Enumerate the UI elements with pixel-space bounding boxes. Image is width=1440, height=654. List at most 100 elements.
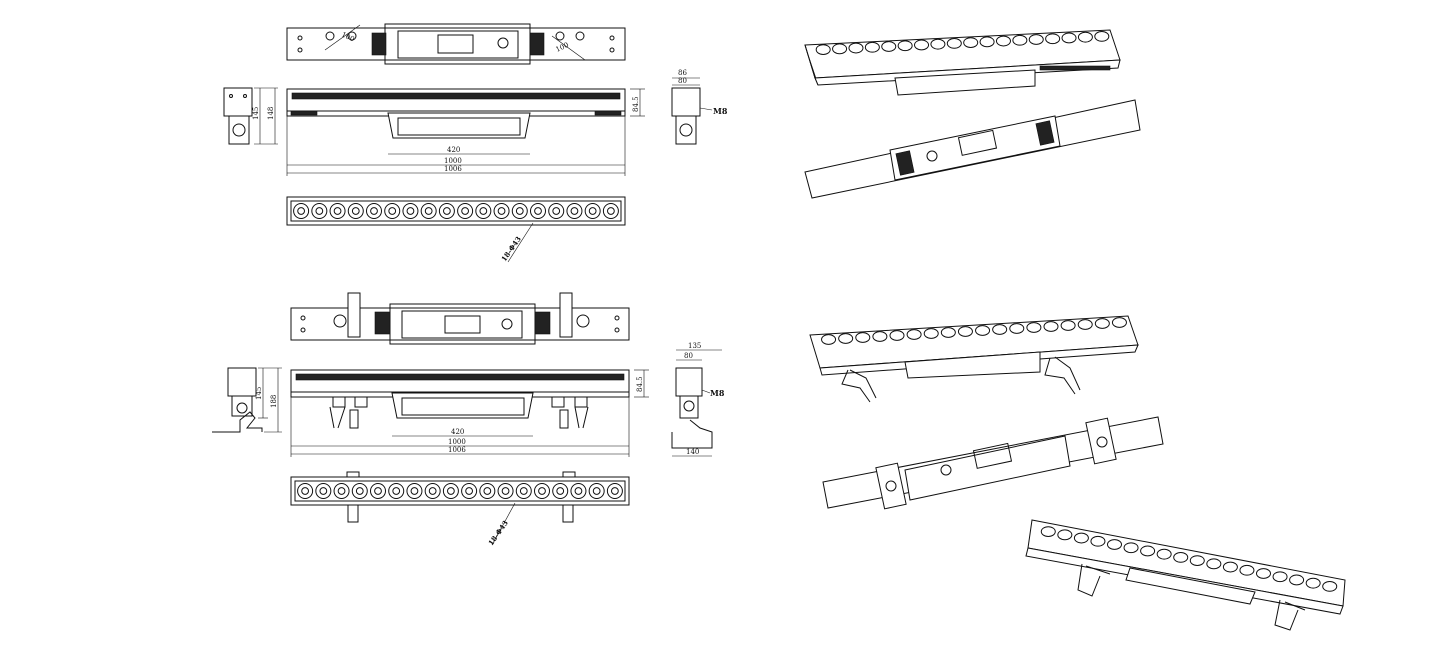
lens [497,483,514,499]
lens [493,203,510,219]
iso-view-low-angle [1025,519,1346,631]
iso-lens [815,44,831,56]
iso-lens [1077,31,1093,43]
iso-lens [881,41,897,52]
iso-lens [1028,34,1044,45]
lens-core [355,487,364,495]
iso-lens [1012,34,1028,46]
iso-lens [906,329,922,340]
lower-right-dim-base: 140 [686,448,699,456]
lens [570,483,587,499]
lens [293,203,310,219]
upper-left-dim-inner: 148 [267,107,275,120]
iso-lens [975,325,991,336]
iso-lens [1073,532,1089,544]
lens [424,483,441,499]
upper-front-dim-middle: 1000 [444,157,462,165]
lens [384,203,401,219]
lens-core [351,207,360,215]
iso-lens [1189,555,1205,567]
lens [457,203,474,219]
iso-lens [1156,548,1172,560]
iso-lens [1272,571,1288,583]
upper-right-bolt-label: M8 [713,106,728,116]
lens-core [574,487,583,495]
iso-lens [1090,535,1106,547]
iso-lens [1322,580,1338,592]
iso-lens [1026,322,1042,333]
iso-lens [1206,558,1222,570]
upper-right-side-view: 86 80 M8 [671,69,728,145]
lens [442,483,459,499]
lens [438,203,455,219]
iso-view-front-lower [809,315,1139,403]
upper-front-dim-overall: 1006 [444,165,462,173]
upper-right-dim-top-inner: 80 [678,77,687,85]
upper-front-dim-side-height: 84.5 [632,96,640,112]
iso-lens [979,36,995,48]
iso-view-rear-upper [804,99,1141,199]
lens [366,203,382,219]
lens-core [497,207,506,215]
lens [388,483,405,499]
lens [333,483,350,499]
lens-core [424,207,433,215]
upper-left-dim-outer: 145 [252,107,260,120]
lens [420,203,437,219]
lens [461,483,478,499]
upper-lens-array [293,203,619,219]
iso-lens [992,324,1008,335]
iso-lens [1111,317,1127,328]
lens-core [319,487,328,495]
lens-core [337,487,346,495]
lens-core [501,487,510,495]
iso-lens [1305,577,1321,589]
lens [534,483,550,499]
lower-lens-view: 18-Φ43 [290,471,630,547]
lens [297,483,314,499]
lens-core [428,487,437,495]
lens-core [374,487,382,495]
lens [552,483,569,499]
lens-core [392,487,401,495]
lens-core [461,207,469,215]
lens-core [588,207,597,215]
iso-lens [930,38,946,50]
iso-lens [963,37,979,49]
lens [475,203,492,219]
lower-left-side-view: 145 188 [212,367,282,433]
lens-core [443,207,451,215]
iso-view-rear-lower [822,416,1164,510]
iso-lens [855,332,871,343]
lens [515,483,532,499]
lens [479,483,496,499]
iso-lens [1094,318,1110,329]
upper-lens-view: 18-Φ43 [286,196,626,263]
lens-core [519,487,528,495]
lower-lens-array [297,483,623,499]
iso-lens [1060,320,1076,331]
iso-lens [1256,568,1271,579]
iso-lens [1289,574,1305,586]
iso-lens [1123,542,1139,554]
iso-lens [864,41,880,53]
lens-core [611,487,619,495]
lens-core [465,487,473,495]
lower-left-dim-outer: 145 [255,387,263,400]
iso-lens [957,326,973,337]
lens-core [538,487,546,495]
iso-lens [1040,526,1056,538]
upper-left-side-view: 145 148 [223,87,278,145]
lens [548,203,565,219]
iso-lens [1043,321,1059,332]
lower-front-view: 420 1000 1006 84.5 [290,369,649,457]
lower-right-dim-top-outer: 135 [688,342,701,350]
iso-lens [1173,551,1189,563]
iso-lens [1222,561,1238,573]
iso-lens [923,328,939,339]
iso-lens [1239,564,1255,576]
iso-lens [872,331,888,342]
lens-core [297,207,305,215]
